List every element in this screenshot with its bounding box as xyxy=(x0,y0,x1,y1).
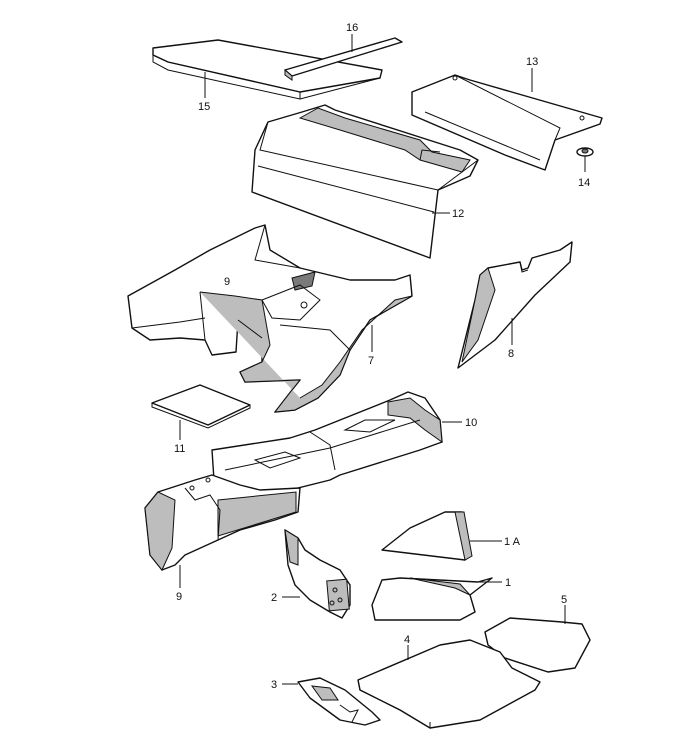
callout-15: 15 xyxy=(198,101,210,113)
part-12-rear-panel-trim xyxy=(251,104,479,259)
part-7-floor-carpet: 9 xyxy=(127,224,413,413)
leader-lines xyxy=(179,34,586,685)
part-16-strip xyxy=(284,37,403,81)
callout-13: 13 xyxy=(526,56,538,68)
part-10-tunnel-cover xyxy=(211,391,443,501)
part-3-small-bracket xyxy=(297,677,381,726)
part-8-side-trim xyxy=(457,241,573,369)
part-14-clip xyxy=(576,147,594,157)
callout-1a: 1 A xyxy=(504,536,521,548)
part-1a-corner-piece xyxy=(381,511,473,561)
part-9-tunnel-cover-front xyxy=(144,474,301,571)
part-15-floor-board xyxy=(152,39,383,100)
callout-12: 12 xyxy=(452,208,464,220)
callout-16: 16 xyxy=(346,22,358,34)
part-13-rear-shelf-cover xyxy=(411,74,603,171)
callout-labels: 16 15 13 14 12 8 7 11 10 9 1 A 1 2 5 4 3 xyxy=(174,22,590,691)
callout-8: 8 xyxy=(508,348,514,360)
callout-11: 11 xyxy=(174,443,185,455)
part-2-bracket-panel xyxy=(284,529,351,619)
callout-4: 4 xyxy=(404,634,410,646)
callout-3: 3 xyxy=(271,679,277,691)
floor-mark-label: 9 xyxy=(224,276,230,288)
callout-2: 2 xyxy=(271,592,277,604)
callout-5: 5 xyxy=(561,594,567,606)
part-11-mat xyxy=(151,384,251,429)
callout-14: 14 xyxy=(578,177,590,189)
part-4-floor-mat xyxy=(357,639,541,729)
callout-1: 1 xyxy=(505,577,511,589)
callout-9: 9 xyxy=(176,591,182,603)
callout-10: 10 xyxy=(465,417,477,429)
part-1-side-panel xyxy=(371,577,493,621)
callout-7: 7 xyxy=(368,355,374,367)
